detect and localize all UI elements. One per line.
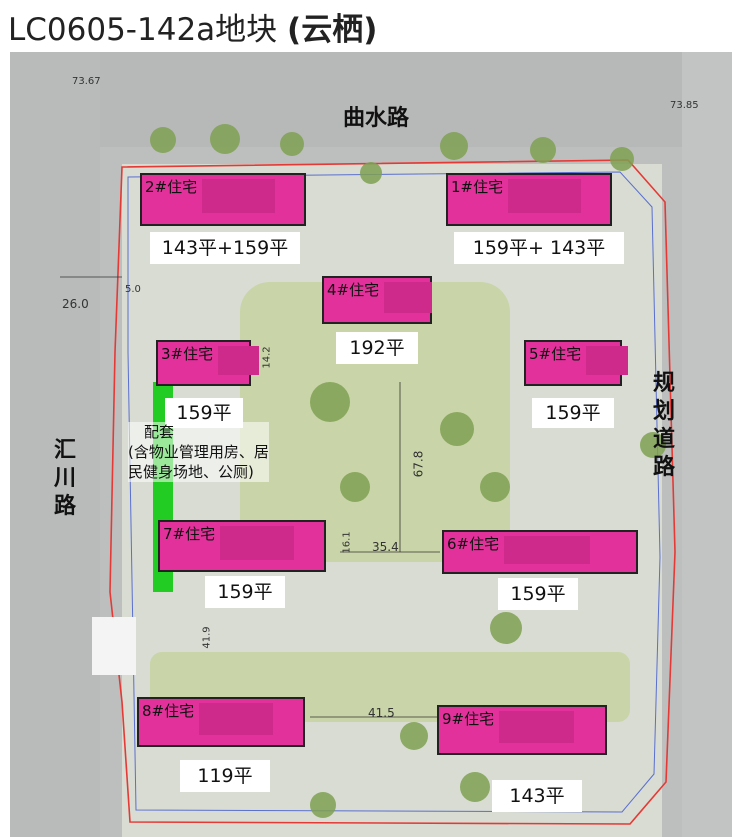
road-label-north: 曲水路 (343, 106, 410, 131)
building-label: 9#住宅 (442, 710, 495, 728)
tree (400, 722, 428, 750)
building-label: 6#住宅 (447, 535, 500, 553)
building-label: 8#住宅 (142, 702, 195, 720)
dim-label: 73.67 (72, 76, 101, 87)
dim-label: 41.9 (201, 626, 213, 649)
tree (440, 412, 474, 446)
dim-label: 26.0 (62, 297, 89, 311)
tree (440, 132, 468, 160)
building-1: 1#住宅 (446, 173, 612, 226)
project-name: (云栖) (287, 12, 378, 48)
building-7: 7#住宅 (158, 520, 326, 572)
area-label-9: 143平 (492, 780, 582, 812)
plot-code: LC0605-142a地块 (8, 12, 278, 48)
facility-note-line2: 民健身场地、公厕) (128, 463, 254, 481)
site-plan-map: 2#住宅 1#住宅 4#住宅 3#住宅 5#住宅 7#住宅 6#住宅 8#住宅 … (10, 52, 732, 837)
building-9: 9#住宅 (437, 705, 607, 755)
building-label: 2#住宅 (145, 178, 198, 196)
blue-line (127, 171, 661, 813)
west-road-surface (10, 52, 100, 837)
tree (310, 382, 350, 422)
building-8: 8#住宅 (137, 697, 305, 747)
dim-label: 73.85 (670, 100, 699, 111)
tree (340, 472, 370, 502)
site-boundary (60, 159, 676, 825)
area-label-1: 159平+ 143平 (454, 232, 624, 264)
road-label-east: 规划道路 (652, 371, 675, 480)
tree (530, 137, 556, 163)
tree (640, 432, 666, 458)
east-road-surface (682, 52, 732, 837)
area-label-7: 159平 (205, 576, 285, 608)
red-line (109, 159, 676, 825)
tree (310, 792, 336, 818)
north-road-surface (10, 52, 732, 147)
tree (150, 127, 176, 153)
dim-label: 67.8 (411, 450, 426, 478)
area-label-8: 119平 (180, 760, 270, 792)
area-label-6: 159平 (498, 578, 578, 610)
building-4: 4#住宅 (322, 276, 432, 324)
tree (610, 147, 634, 171)
dim-label: 5.0 (125, 284, 141, 295)
facility-label: 配套 (含物业管理用房、居 民健身场地、公厕) (128, 422, 269, 482)
dim-label: 41.5 (368, 706, 395, 720)
area-label-5: 159平 (532, 398, 614, 428)
area-label-4: 192平 (336, 332, 418, 364)
area-label-2: 143平+159平 (150, 232, 300, 264)
facility-title: 配套 (144, 423, 175, 441)
dim-label: 14.2 (261, 346, 273, 369)
tree (480, 472, 510, 502)
dim-label: 35.4 (372, 540, 399, 554)
page-title: LC0605-142a地块 (云栖) (8, 4, 377, 49)
building-6: 6#住宅 (442, 530, 638, 574)
building-label: 7#住宅 (163, 525, 216, 543)
tree (210, 124, 240, 154)
building-3: 3#住宅 (156, 340, 259, 386)
road-label-west: 汇川路 (53, 438, 76, 519)
tree (490, 612, 522, 644)
adjacent-structure (92, 617, 136, 675)
tree (360, 162, 382, 184)
building-5: 5#住宅 (524, 340, 629, 386)
building-label: 3#住宅 (161, 345, 214, 363)
building-2: 2#住宅 (140, 173, 306, 226)
facility-note-line1: (含物业管理用房、居 (128, 443, 269, 461)
dim-label: 16.1 (341, 531, 353, 554)
tree (460, 772, 490, 802)
building-label: 1#住宅 (451, 178, 504, 196)
tree (280, 132, 304, 156)
building-label: 4#住宅 (327, 281, 380, 299)
building-label: 5#住宅 (529, 345, 582, 363)
